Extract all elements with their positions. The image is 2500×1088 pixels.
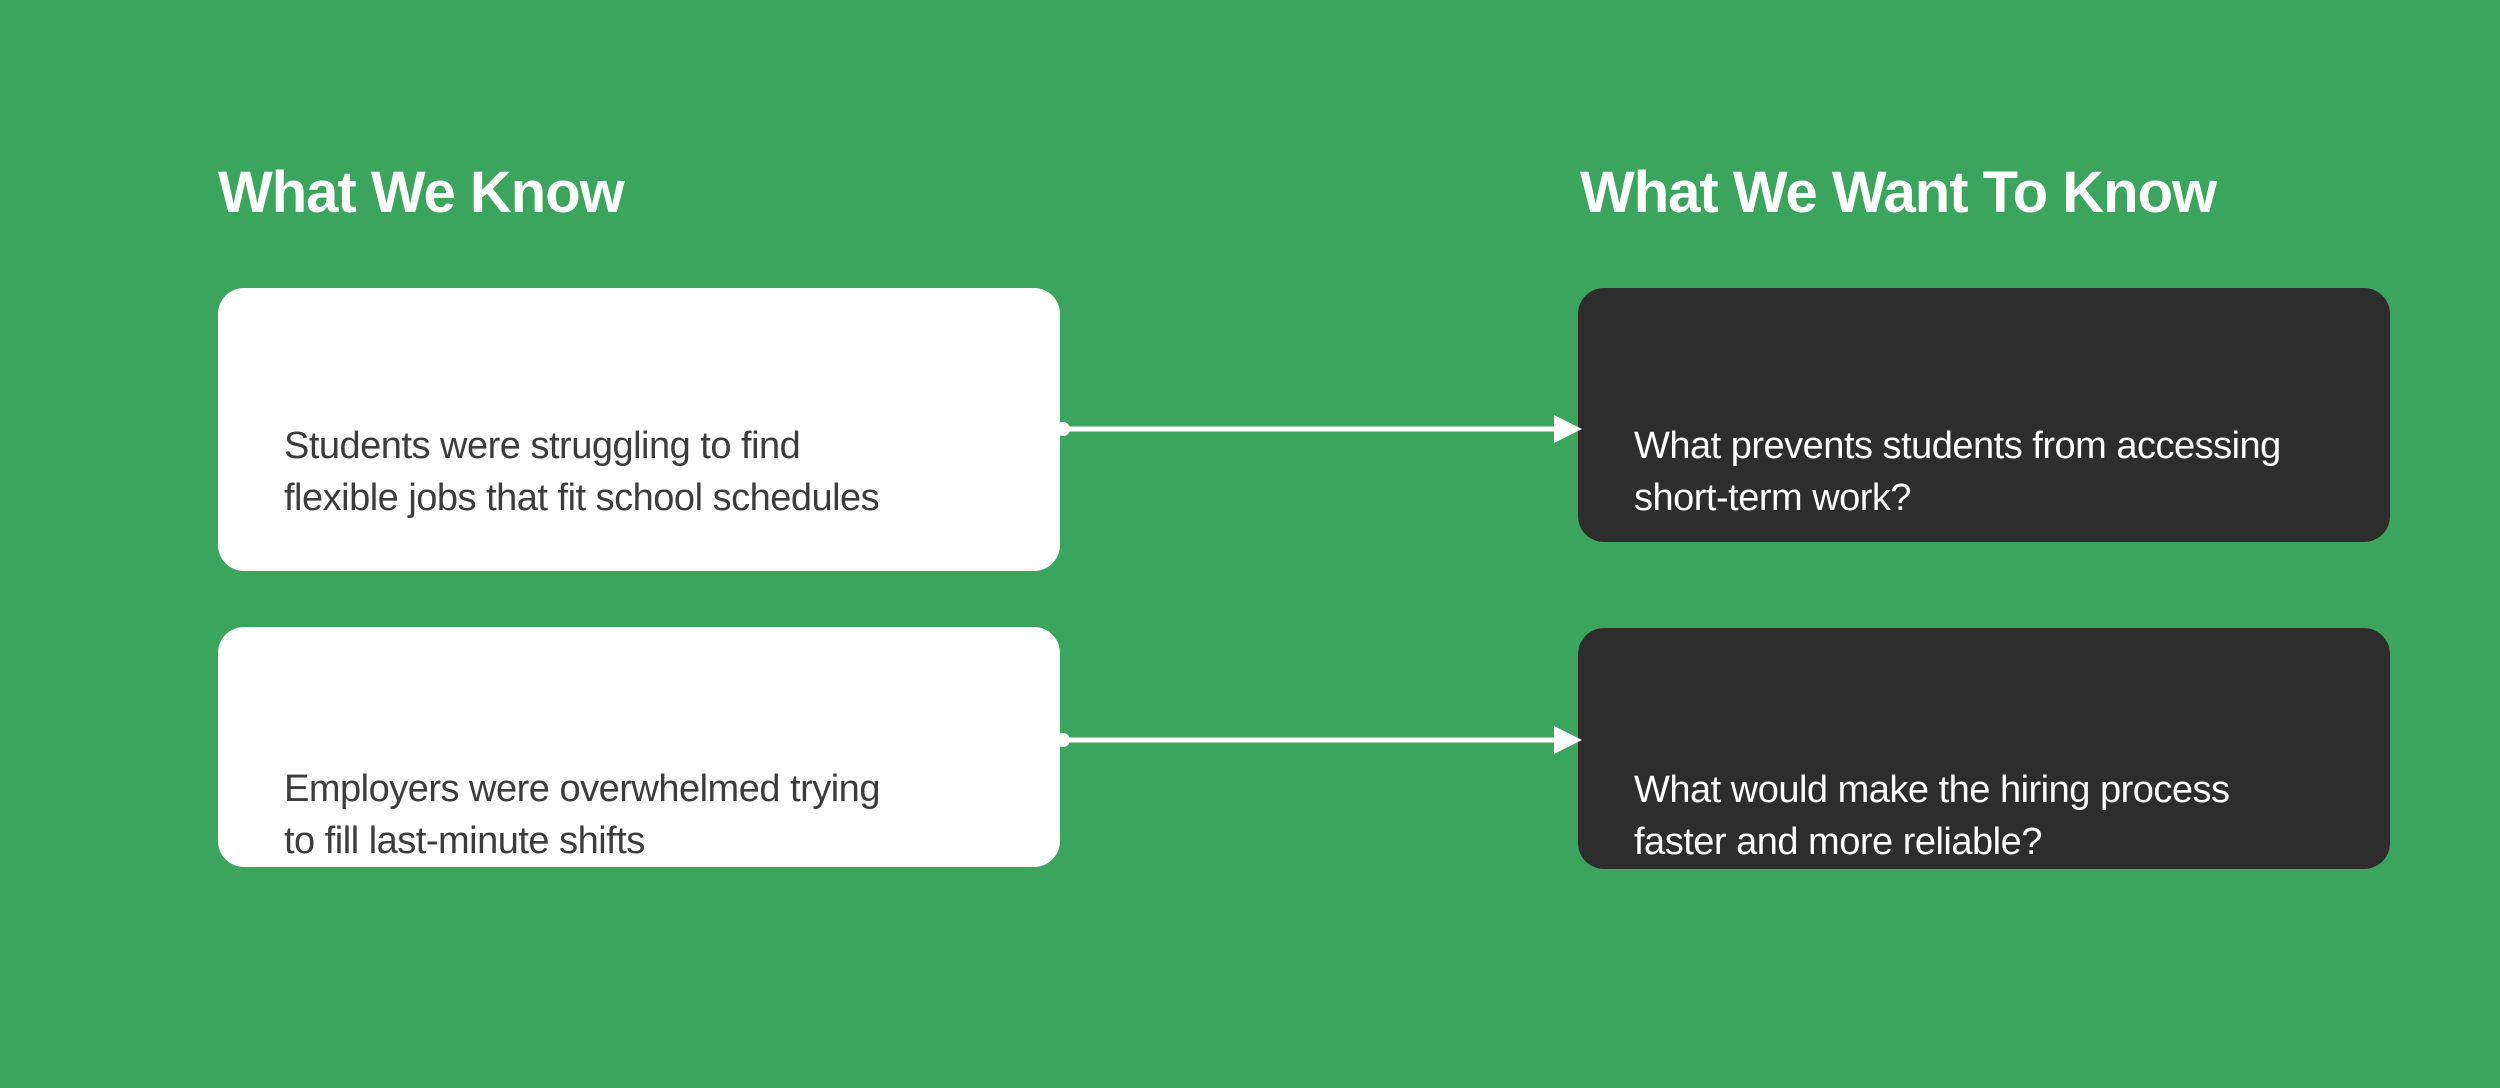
known-card-2-text: Employers were overwhelmed trying to fil… [284,768,880,862]
question-card-2-text: What would make the hiring process faste… [1634,769,2230,863]
arrow-head-icon [1554,415,1582,443]
connector-arrow-2 [1056,726,1582,754]
left-column-title: What We Know [218,160,625,225]
right-column-title: What We Want To Know [1580,160,2217,225]
connector-arrow-1 [1056,415,1582,443]
question-card-1-text: What prevents students from accessing sh… [1634,425,2281,519]
question-card-2: What would make the hiring process faste… [1578,628,2390,869]
known-card-1-text: Students were struggling to find flexibl… [284,425,880,519]
arrow-head-icon [1554,726,1582,754]
known-card-2: Employers were overwhelmed trying to fil… [218,627,1060,867]
question-card-1: What prevents students from accessing sh… [1578,288,2390,542]
known-card-1: Students were struggling to find flexibl… [218,288,1060,571]
